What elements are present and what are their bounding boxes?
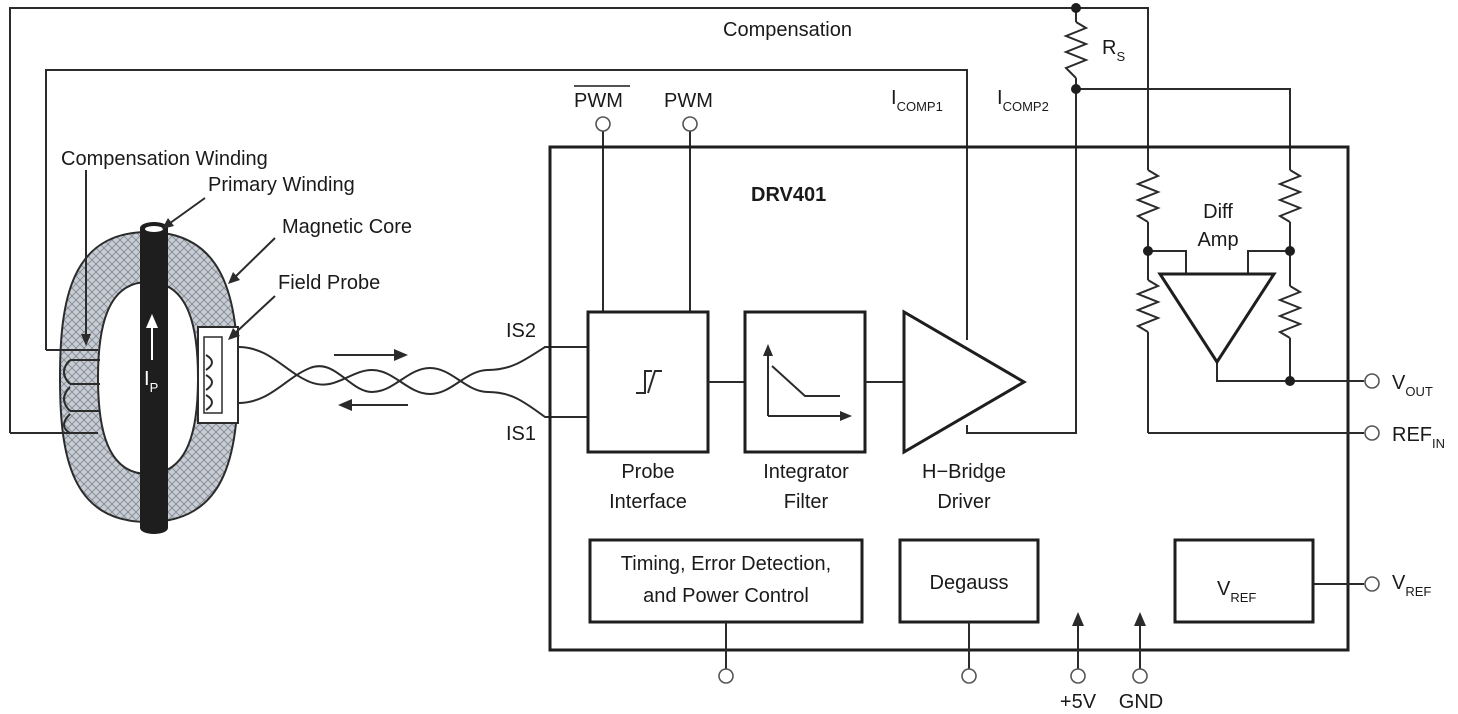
ip-label: IP — [144, 368, 158, 395]
degauss-pin — [961, 668, 977, 684]
diff-amp-resistor-network — [1135, 169, 1364, 585]
vout-label: VOUT — [1392, 372, 1433, 399]
pwm-bar-pin — [595, 116, 611, 132]
compensation-winding — [60, 349, 100, 434]
vref-pin-label: VREF — [1392, 572, 1431, 599]
icomp2-label: ICOMP2 — [997, 87, 1049, 114]
vout-pin — [1364, 373, 1380, 389]
degauss-label: Degauss — [930, 572, 1009, 594]
diff-amp-label-2: Amp — [1197, 229, 1238, 251]
diff-amp-label-1: Diff — [1203, 201, 1233, 223]
pwm-pin — [682, 116, 698, 132]
junction-dot — [1285, 376, 1295, 386]
junction-dot — [1143, 246, 1153, 256]
vref-block — [1173, 538, 1315, 624]
plus5v-pin — [1070, 668, 1086, 684]
timing-label-1: Timing, Error Detection, — [621, 553, 831, 575]
hbridge-label-2: Driver — [937, 491, 991, 513]
current-sensor: IP — [58, 222, 240, 534]
plus5v-label: +5V — [1060, 691, 1097, 713]
junction-dot — [1285, 246, 1295, 256]
drv401-chip-outline — [548, 145, 1350, 652]
sensor-leaders — [81, 170, 276, 346]
power-supply-pins — [1072, 612, 1146, 669]
icomp1-label: ICOMP1 — [891, 87, 943, 114]
integrator-response-icon — [763, 344, 852, 421]
gnd-label: GND — [1119, 691, 1163, 713]
compensation-loop-wires — [9, 7, 1291, 434]
hbridge-driver-amp — [902, 309, 1027, 455]
hbridge-label-1: H−Bridge — [922, 461, 1006, 483]
magnetic-core-label: Magnetic Core — [282, 216, 412, 238]
junction-dot — [1071, 3, 1081, 13]
pwm-bar-label: PWM — [574, 90, 623, 112]
diff-amp-triangle — [1157, 272, 1277, 365]
primary-winding-label: Primary Winding — [208, 174, 355, 196]
rs-label: RS — [1102, 37, 1125, 64]
compensation-label: Compensation — [723, 19, 852, 41]
is1-label: IS1 — [506, 423, 536, 445]
probe-interface-label-1: Probe — [621, 461, 674, 483]
twisted-pair-cable — [237, 346, 588, 418]
integrator-filter-label-2: Filter — [784, 491, 829, 513]
probe-interface-label-2: Interface — [609, 491, 687, 513]
vref-pin — [1364, 576, 1380, 592]
timing-label-2: and Power Control — [643, 585, 809, 607]
schmitt-trigger-icon — [636, 370, 662, 394]
chip-name: DRV401 — [751, 184, 826, 206]
compensation-winding-label: Compensation Winding — [61, 148, 268, 170]
integrator-filter-label-1: Integrator — [763, 461, 849, 483]
refin-label: REFIN — [1392, 424, 1445, 451]
vref-block-label: VREF — [1217, 578, 1256, 605]
integrator-filter-block — [743, 310, 867, 454]
signal-flow-arrows — [334, 349, 408, 411]
field-probe — [197, 326, 239, 424]
timing-pin — [718, 668, 734, 684]
refin-pin — [1364, 425, 1380, 441]
junction-dot — [1071, 84, 1081, 94]
field-probe-label: Field Probe — [278, 272, 380, 294]
gnd-pin — [1132, 668, 1148, 684]
primary-conductor — [140, 222, 168, 534]
shunt-resistor-rs — [1063, 21, 1089, 79]
is2-label: IS2 — [506, 320, 536, 342]
probe-interface-block — [586, 310, 710, 454]
pwm-label: PWM — [664, 90, 713, 112]
pwm-pins — [602, 131, 691, 312]
